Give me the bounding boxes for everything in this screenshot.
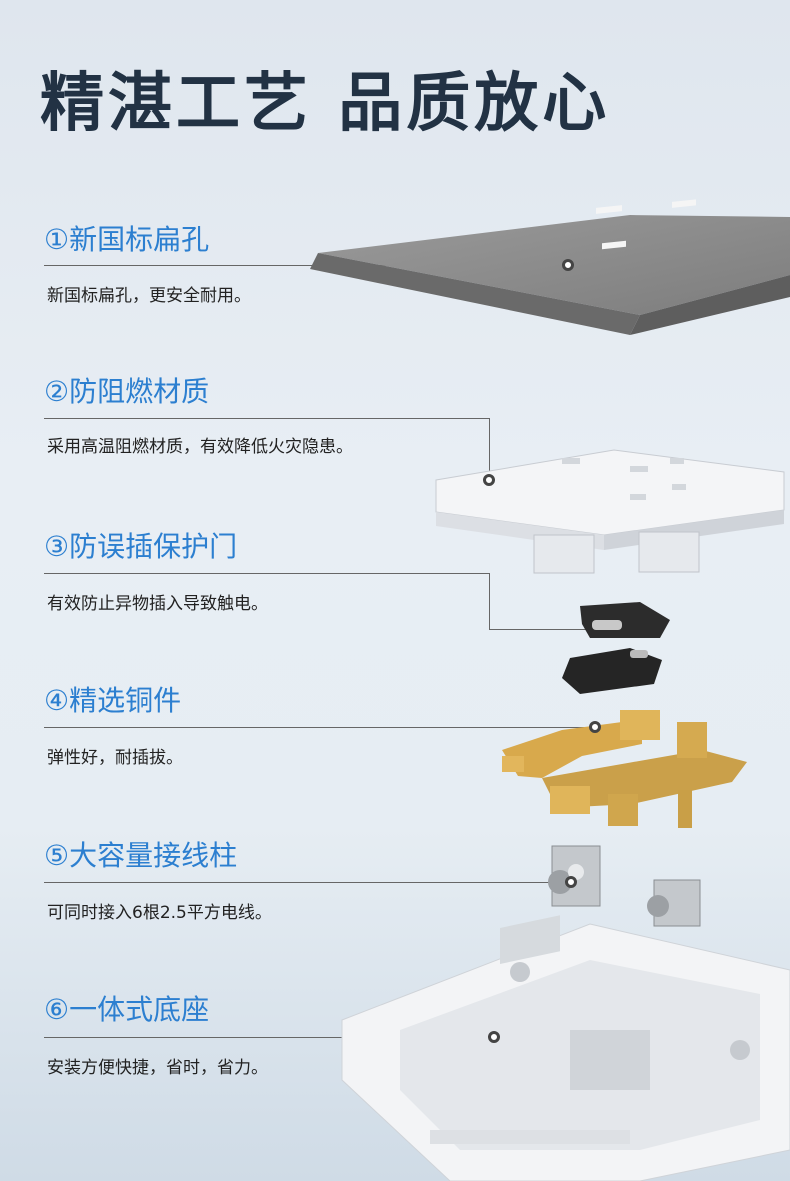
callout-dot-6 <box>488 1031 500 1043</box>
feature-3-desc: 有效防止异物插入导致触电。 <box>47 594 268 614</box>
flame-retardant-housing-image <box>435 449 785 574</box>
feature-4-desc: 弹性好，耐插拔。 <box>47 748 183 768</box>
feature-5-desc: 可同时接入6根2.5平方电线。 <box>47 903 272 923</box>
callout-line-3-vertical <box>489 573 490 630</box>
callout-dot-5 <box>565 876 577 888</box>
callout-line-2 <box>44 418 490 419</box>
feature-3-title: ③防误插保护门 <box>44 530 238 563</box>
page-title: 精湛工艺 品质放心 <box>40 67 611 141</box>
feature-6-desc: 安装方便快捷，省时，省力。 <box>47 1058 268 1078</box>
feature-4-title: ④精选铜件 <box>44 684 182 717</box>
callout-dot-1 <box>562 259 574 271</box>
callout-line-3 <box>44 573 490 574</box>
faceplate-image <box>310 199 790 335</box>
feature-5-title: ⑤大容量接线柱 <box>44 839 238 872</box>
copper-contacts-image <box>502 710 747 828</box>
terminal-block-image <box>548 845 701 927</box>
callout-line-5 <box>44 882 570 883</box>
safety-shutter-image <box>562 602 670 694</box>
feature-2-title: ②防阻燃材质 <box>44 375 210 408</box>
callout-dot-2 <box>483 474 495 486</box>
feature-6-title: ⑥一体式底座 <box>44 993 210 1026</box>
feature-1-desc: 新国标扁孔，更安全耐用。 <box>47 286 251 306</box>
feature-1-title: ①新国标扁孔 <box>44 223 210 256</box>
callout-line-6 <box>44 1037 494 1038</box>
callout-line-2-vertical <box>489 418 490 480</box>
callout-line-1 <box>44 265 568 266</box>
callout-line-3-horizontal <box>489 629 595 630</box>
feature-2-desc: 采用高温阻燃材质，有效降低火灾隐患。 <box>47 437 353 457</box>
callout-dot-4 <box>589 721 601 733</box>
callout-line-4 <box>44 727 596 728</box>
base-plate-image <box>341 915 790 1181</box>
